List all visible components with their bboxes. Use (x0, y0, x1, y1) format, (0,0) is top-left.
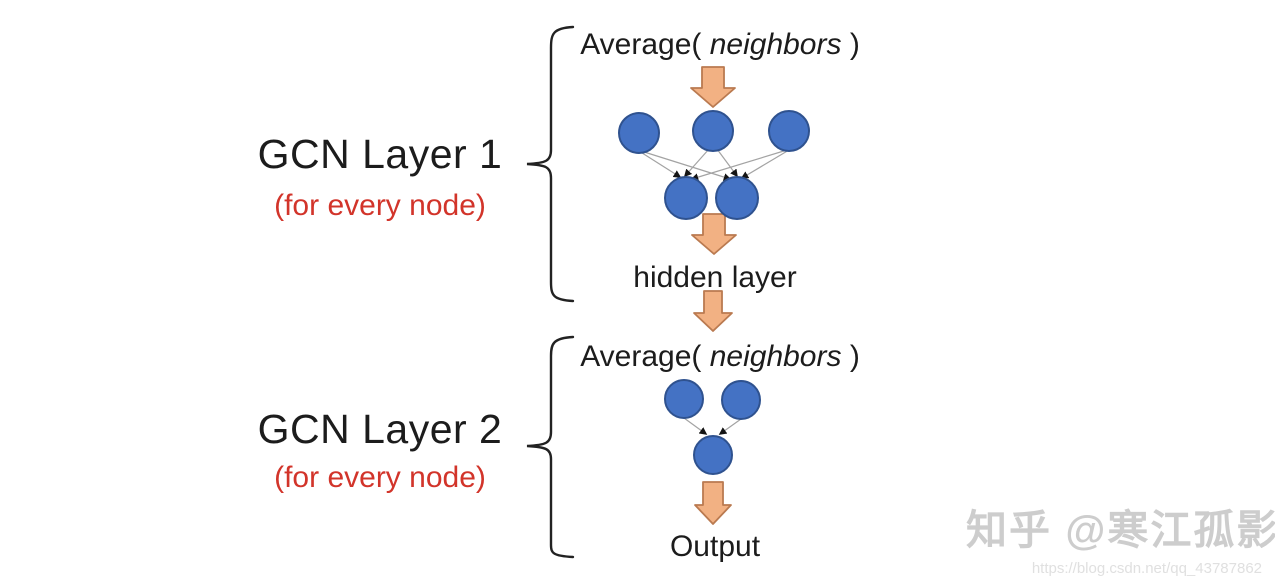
arrow-hidden-to-average2-icon (693, 290, 733, 332)
arrow-average1-to-nodes-icon (690, 66, 736, 108)
layer1-connectors (638, 148, 790, 181)
layer2-subtitle: (for every node) (274, 461, 486, 494)
brace-layer2-icon (526, 335, 575, 559)
layer2-nodes (664, 379, 761, 475)
hidden-layer-label: hidden layer (633, 261, 797, 294)
layer2-connectors (683, 417, 742, 435)
average2-label: Average( neighbors ) (560, 341, 880, 373)
watermark-url: https://blog.csdn.net/qq_43787862 (1031, 560, 1262, 577)
layer1-subtitle: (for every node) (274, 189, 486, 222)
arrow-nodes-to-hidden-icon (691, 213, 737, 255)
output-label: Output (669, 530, 761, 563)
watermark-text: 知乎 @寒江孤影 (966, 507, 1275, 553)
layer2-title: GCN Layer 2 (257, 406, 503, 452)
layer1-hidden-node (664, 176, 708, 220)
average2-suffix: ) (841, 340, 860, 373)
average1-arg: neighbors (709, 28, 842, 61)
layer2-input-node (664, 379, 704, 419)
layer1-input-node (618, 112, 660, 154)
block-arrows (690, 66, 737, 525)
layer1-hidden-node (715, 176, 759, 220)
average1-prefix: Average( (580, 28, 710, 61)
layer1-nodes (618, 110, 810, 220)
average1-suffix: ) (841, 28, 860, 61)
average2-prefix: Average( (580, 340, 710, 373)
arrow-node-to-output-icon (694, 481, 732, 525)
layer1-title: GCN Layer 1 (257, 131, 503, 177)
brace-layer1-icon (526, 25, 575, 303)
layer1-input-node (692, 110, 734, 152)
layer2-input-node (721, 380, 761, 420)
average2-arg: neighbors (709, 340, 842, 373)
average1-label: Average( neighbors ) (560, 29, 880, 61)
layer2-output-node (693, 435, 733, 475)
layer1-input-node (768, 110, 810, 152)
